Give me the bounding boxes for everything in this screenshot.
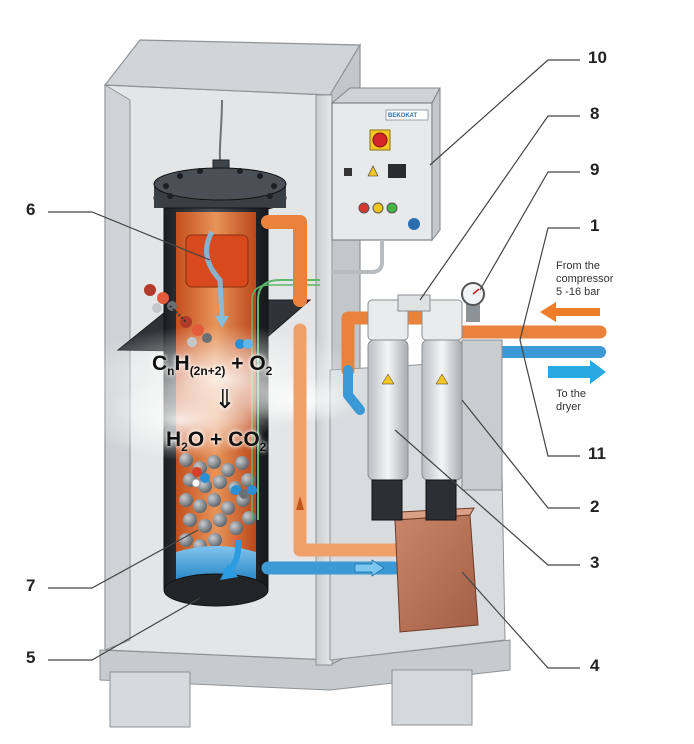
formula-co: CO	[228, 428, 260, 451]
callout-1: 1	[590, 216, 600, 235]
leader-8	[419, 115, 580, 301]
filter-head-block	[397, 294, 431, 312]
display-icon	[388, 164, 406, 178]
formula-hydrogen-sub: (2n+2)	[189, 364, 226, 379]
panel-brand-text: BEKOKAT	[388, 113, 418, 119]
outlet-note-line-1: To the	[556, 388, 586, 400]
leader-9	[479, 171, 580, 291]
reaction-reactants: CnH(2n+2) + O2	[152, 352, 272, 378]
water-molecule	[191, 467, 210, 488]
formula-water-o: O	[187, 428, 205, 451]
leader-3	[394, 429, 580, 566]
formula-co-sub: 2	[259, 440, 267, 455]
formula-plus-1: +	[231, 352, 244, 375]
formula-hydrogen: H	[174, 352, 190, 375]
leader-5	[48, 597, 201, 661]
filter-warning-icon	[381, 373, 395, 385]
callout-11: 11	[588, 444, 606, 463]
reaction-products: H2O + CO2	[166, 428, 266, 454]
flow-arrow-right-icon	[354, 559, 385, 577]
formula-water-sub: 2	[181, 440, 188, 455]
inlet-note: From the compressor 5 -16 bar	[556, 260, 613, 299]
vessel-bottom	[163, 573, 269, 607]
pressure-gauge	[461, 282, 485, 322]
formula-water-h: H	[166, 428, 182, 451]
flange-bolts	[163, 168, 277, 199]
panel-brand-label	[385, 109, 429, 121]
inlet-note-line-3: 5 -16 bar	[556, 286, 601, 298]
inlet-note-line-2: compressor	[556, 273, 614, 285]
leader-1-11	[519, 227, 580, 457]
lamp-green-icon	[386, 202, 398, 214]
control-panel: BEKOKAT	[330, 87, 441, 274]
warning-icon	[367, 165, 379, 177]
reaction-arrow-icon: ⇓	[214, 384, 236, 414]
co2-molecule	[231, 485, 257, 499]
lamp-red-icon	[358, 202, 370, 214]
outlet-note: To the dryer	[556, 388, 586, 414]
heat-exchanger	[394, 507, 479, 633]
cabinet-foot-right	[391, 669, 473, 726]
callout-7: 7	[26, 576, 36, 595]
outlet-housing	[461, 339, 503, 491]
formula-oxygen-sub: 2	[265, 364, 273, 379]
callout-9: 9	[590, 160, 600, 179]
callout-4: 4	[590, 656, 600, 675]
leader-4	[461, 571, 580, 669]
leader-lines	[48, 59, 580, 669]
cabinet-foot-left	[109, 671, 191, 728]
leader-2	[461, 399, 580, 509]
outlet-note-line-2: dryer	[556, 401, 582, 413]
callout-6: 6	[26, 200, 36, 219]
hydrocarbon-molecule	[144, 284, 212, 347]
leader-7	[48, 529, 199, 589]
callout-10: 10	[588, 48, 607, 67]
outlet-arrow-icon	[548, 360, 606, 384]
inlet-note-line-1: From the	[556, 260, 601, 272]
callout-5: 5	[26, 648, 36, 667]
callout-3: 3	[590, 553, 600, 572]
indicator-icon	[344, 168, 352, 176]
flow-arrow-up-icon	[296, 496, 304, 510]
formula-plus-2: +	[210, 428, 223, 451]
callout-8: 8	[590, 104, 600, 123]
filter-housing-right	[421, 299, 463, 521]
lamp-yellow-icon	[372, 202, 384, 214]
heater-element	[185, 234, 249, 288]
filter-housing-left	[367, 299, 409, 521]
filter-warning-icon	[435, 373, 449, 385]
oxygen-molecule	[235, 339, 253, 349]
leader-10	[429, 59, 580, 166]
inlet-arrow-icon	[540, 302, 600, 322]
formula-carbon: C	[152, 352, 168, 375]
leader-6	[48, 211, 211, 261]
formula-oxygen: O	[249, 352, 266, 375]
logo-icon	[408, 218, 420, 230]
callout-2: 2	[590, 497, 600, 516]
formula-carbon-sub: n	[167, 364, 175, 379]
main-switch-icon	[372, 132, 388, 148]
